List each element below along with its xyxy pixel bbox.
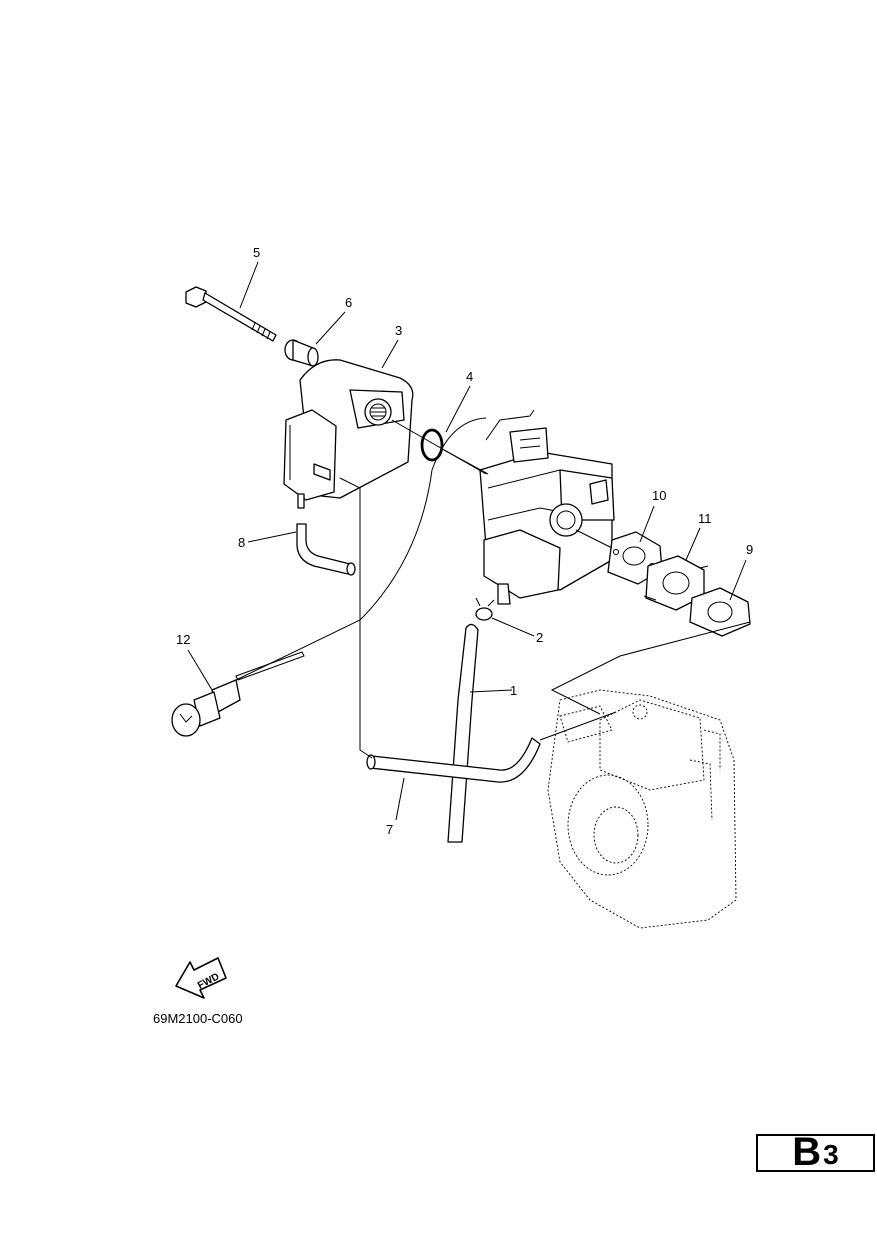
figure-code: 69M2100-C060 — [153, 1011, 243, 1026]
callout-12: 12 — [176, 632, 190, 647]
part-2-clip — [475, 597, 495, 621]
page-tag-number: 3 — [823, 1139, 839, 1170]
part-3-silencer — [283, 359, 414, 509]
callout-1: 1 — [510, 683, 517, 698]
part-6-collar — [284, 339, 319, 367]
carburetor — [479, 409, 615, 605]
part-1-fuel-hose — [447, 623, 479, 843]
callout-2: 2 — [536, 630, 543, 645]
cylinder-block — [547, 689, 737, 929]
callout-7: 7 — [386, 822, 393, 837]
callout-6: 6 — [345, 295, 352, 310]
part-4-o-ring — [420, 428, 444, 462]
part-7-hose — [366, 737, 541, 783]
page-tag: B 3 — [756, 1130, 875, 1174]
part-5-bolt — [185, 286, 277, 342]
callout-4: 4 — [466, 369, 473, 384]
part-12-choke-knob — [171, 651, 305, 737]
part-8-hose — [296, 523, 356, 576]
callout-9: 9 — [746, 542, 753, 557]
callout-5: 5 — [253, 245, 260, 260]
leader-lines — [187, 261, 751, 821]
callout-11: 11 — [698, 511, 712, 526]
callout-8: 8 — [238, 535, 245, 550]
forward-arrow-icon: FWD — [175, 957, 227, 999]
page-tag-letter: B — [792, 1130, 822, 1174]
callout-3: 3 — [395, 323, 402, 338]
callouts: 5 6 3 4 10 11 9 8 2 12 1 7 — [176, 245, 753, 837]
callout-10: 10 — [652, 488, 666, 503]
part-9-gasket — [689, 587, 751, 637]
